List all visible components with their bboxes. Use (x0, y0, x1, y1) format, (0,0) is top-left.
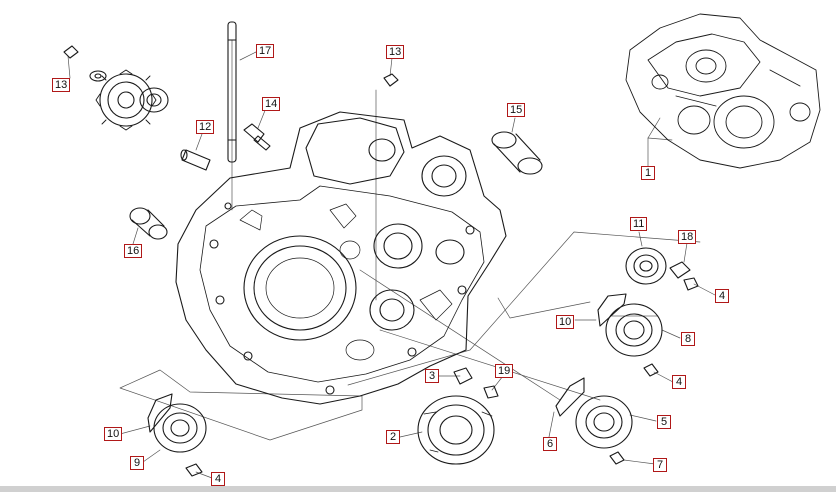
sleeve-16 (129, 207, 168, 240)
assembled-crankcase-thumbnail (625, 13, 821, 169)
bearing-9-assembly (147, 393, 207, 477)
crankcase-half (175, 111, 507, 405)
sprocket-part (63, 45, 169, 131)
callout-4-screw-c: 4 (211, 472, 225, 486)
dowel-pin (180, 149, 211, 171)
sleeve-15 (491, 131, 543, 175)
bearing-5-assembly (555, 377, 633, 465)
callout-2-main-bearing: 2 (386, 430, 400, 444)
bottom-scroll-edge (0, 486, 836, 492)
plate-3 (453, 367, 499, 399)
callout-7-screw: 7 (653, 458, 667, 472)
callout-3-plate: 3 (425, 369, 439, 383)
callout-15-sleeve: 15 (507, 103, 526, 117)
callout-13-clip: 13 (386, 45, 405, 59)
callout-6-seal: 6 (543, 437, 557, 451)
callout-4-screw-b: 4 (672, 375, 686, 389)
callout-17-stud: 17 (256, 44, 275, 58)
callout-1-crankcase: 1 (641, 166, 655, 180)
callout-18-bracket: 18 (678, 230, 697, 244)
bolt-14 (243, 123, 271, 151)
callout-11-bearing: 11 (630, 217, 648, 231)
bracket-18 (669, 261, 699, 291)
callout-10-seal-a: 10 (556, 315, 575, 329)
stud-part (227, 21, 237, 163)
callout-5-bearing: 5 (657, 415, 671, 429)
callout-10-seal-b: 10 (104, 427, 123, 441)
callout-16-sleeve: 16 (124, 244, 143, 258)
bearing-11 (625, 247, 667, 285)
callout-12-dowel: 12 (196, 120, 215, 134)
callout-19-bolt: 19 (495, 364, 514, 378)
clip-13 (383, 73, 399, 87)
leader-lines (67, 39, 716, 479)
callout-9-bearing: 9 (130, 456, 144, 470)
callout-14-bolt: 14 (262, 97, 281, 111)
callout-13-sprocket-clip: 13 (52, 78, 71, 92)
main-bearing-2 (417, 395, 495, 465)
callout-8-bearing: 8 (681, 332, 695, 346)
bearing-8-assembly (597, 293, 663, 377)
callout-4-screw-a: 4 (715, 289, 729, 303)
